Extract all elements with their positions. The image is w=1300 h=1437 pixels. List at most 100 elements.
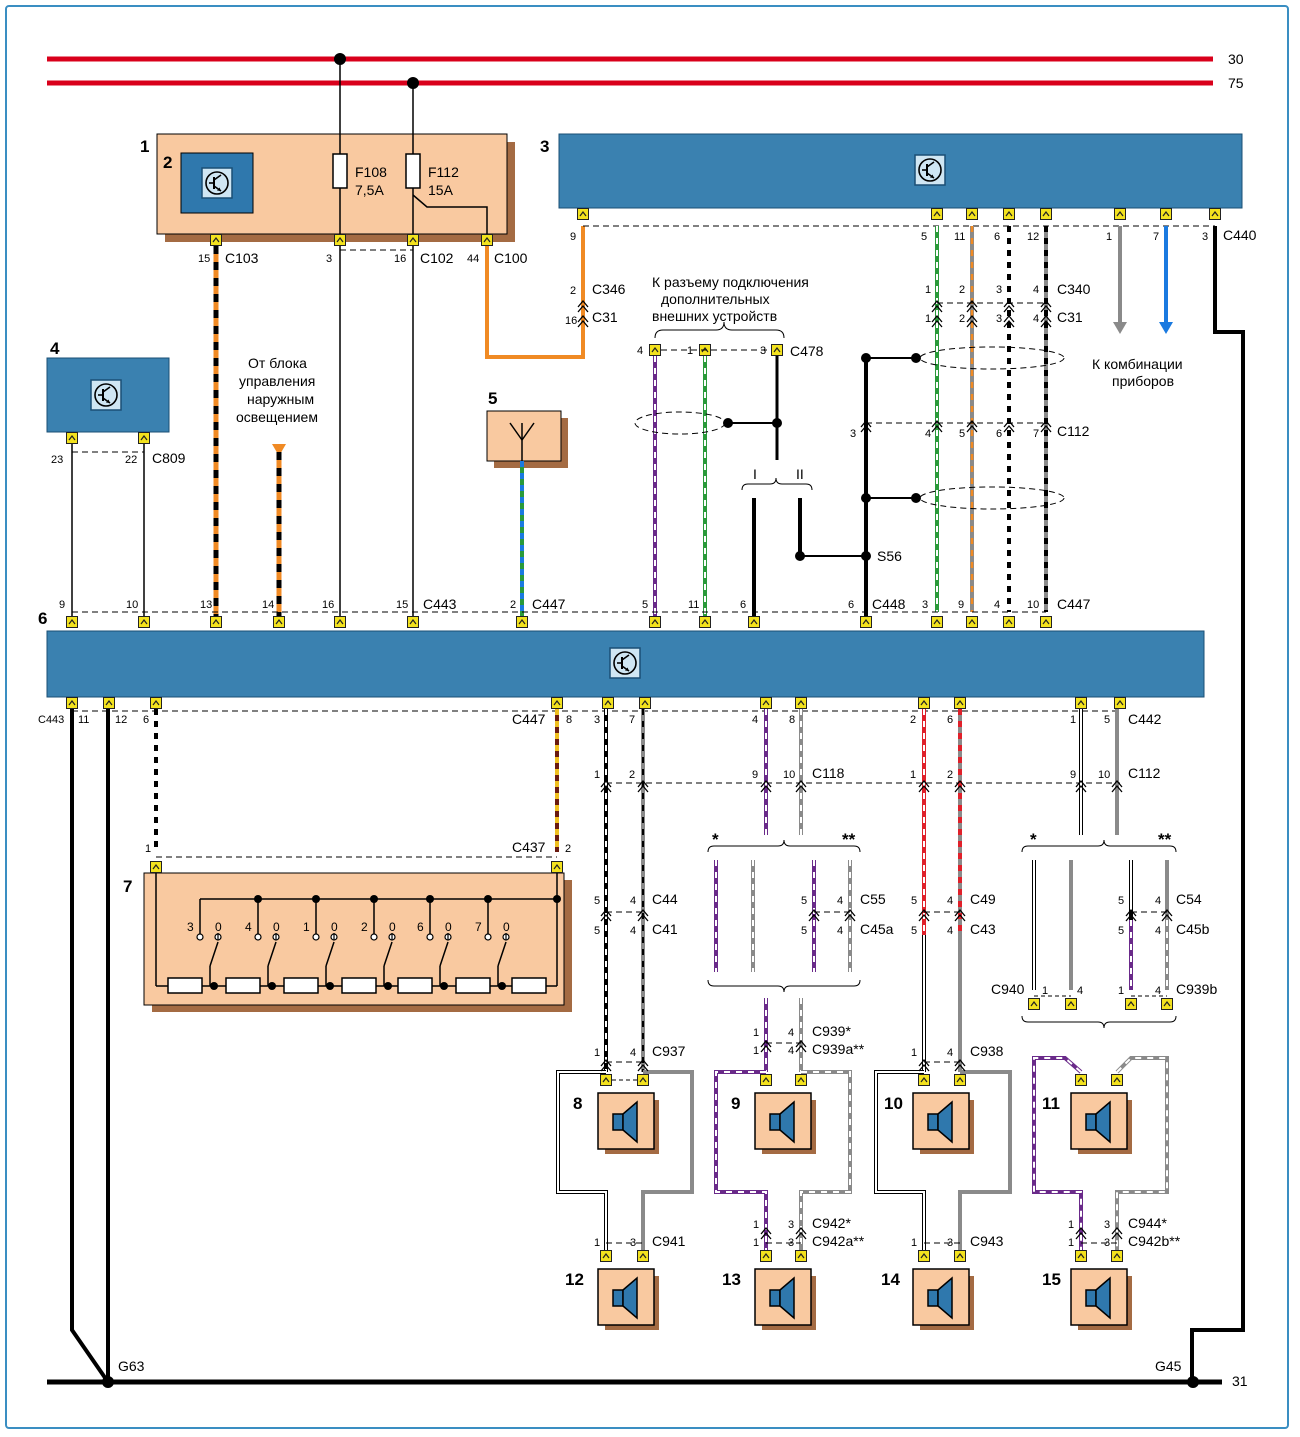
svg-text:9: 9 (958, 599, 964, 611)
connector-c31: C31 (592, 309, 618, 325)
svg-text:16: 16 (394, 253, 406, 265)
connector-c943: C943 (970, 1233, 1004, 1249)
svg-text:3: 3 (594, 714, 600, 726)
svg-text:3: 3 (760, 345, 766, 357)
svg-text:5: 5 (594, 925, 600, 937)
svg-text:3: 3 (1202, 231, 1208, 243)
svg-text:4: 4 (1155, 925, 1161, 937)
connector-c447c: C447 (512, 711, 546, 727)
antenna-icon (509, 422, 535, 461)
note-cluster-line2: приборов (1112, 373, 1174, 389)
connector-pin-icon (577, 208, 589, 220)
component-14-number: 14 (881, 1270, 900, 1289)
svg-text:1: 1 (1068, 1237, 1074, 1249)
connector-pin-icon (551, 861, 563, 873)
svg-text:4: 4 (1155, 985, 1161, 997)
connector-c942b: C942b** (1128, 1233, 1181, 1249)
svg-text:10: 10 (126, 599, 138, 611)
connector-c939: C939* (812, 1023, 851, 1039)
speaker-icon (597, 1268, 660, 1331)
connector-pin-icon (966, 208, 978, 220)
connector-pin-icon (1065, 998, 1077, 1010)
connector-pin-icon (954, 1074, 966, 1086)
svg-text:4: 4 (1155, 895, 1161, 907)
svg-text:4: 4 (630, 925, 636, 937)
connector-pin-icon (637, 1250, 649, 1262)
svg-text:2: 2 (910, 714, 916, 726)
svg-text:1: 1 (1068, 1219, 1074, 1231)
svg-text:1: 1 (594, 769, 600, 781)
svg-text:22: 22 (125, 454, 137, 466)
svg-text:1: 1 (594, 1237, 600, 1249)
connector-c939b: C939b (1176, 981, 1217, 997)
svg-text:3: 3 (788, 1237, 794, 1249)
speaker-icon (912, 1268, 975, 1331)
svg-text:4: 4 (1077, 985, 1083, 997)
component-3-number: 3 (540, 137, 549, 156)
svg-text:3: 3 (922, 599, 928, 611)
svg-text:9: 9 (570, 231, 576, 243)
svg-text:3: 3 (630, 1237, 636, 1249)
component-9-number: 9 (731, 1094, 740, 1113)
connector-c478: C478 (790, 343, 824, 359)
component-10-number: 10 (884, 1094, 903, 1113)
connector-c809: C809 (152, 450, 186, 466)
rail-30-label: 30 (1228, 51, 1244, 67)
svg-text:5: 5 (921, 231, 927, 243)
note-roman-1: I (753, 466, 757, 482)
svg-text:3: 3 (1104, 1237, 1110, 1249)
svg-text:5: 5 (1118, 895, 1124, 907)
svg-text:15: 15 (198, 253, 210, 265)
connector-c448: C448 (872, 596, 906, 612)
svg-text:10: 10 (1098, 769, 1110, 781)
rail-75-label: 75 (1228, 75, 1244, 91)
svg-text:4: 4 (1033, 284, 1039, 296)
connector-crossing-markers (577, 299, 1173, 1240)
svg-text:5: 5 (911, 895, 917, 907)
c6-bottom-pins (66, 697, 1126, 709)
svg-text:4: 4 (752, 714, 758, 726)
svg-text:6: 6 (143, 714, 149, 726)
connector-c942a: C942a** (812, 1233, 865, 1249)
connector-c112: C112 (1057, 423, 1090, 439)
svg-text:4: 4 (630, 895, 636, 907)
svg-text:4: 4 (947, 925, 953, 937)
connector-c437: C437 (512, 839, 546, 855)
svg-text:10: 10 (783, 769, 795, 781)
transistor-icon (90, 379, 122, 411)
note-dstar-right: ** (1158, 830, 1172, 849)
svg-text:13: 13 (200, 599, 212, 611)
ground-g45-label: G45 (1155, 1358, 1182, 1374)
connector-pin-icon (795, 1074, 807, 1086)
note-light-line3: наружным (247, 391, 314, 407)
resistor-icon (511, 977, 547, 994)
component-8-number: 8 (573, 1094, 582, 1113)
svg-text:4: 4 (637, 345, 643, 357)
fuse-icon (332, 153, 348, 189)
svg-text:2: 2 (565, 843, 571, 855)
component-4-number: 4 (50, 339, 60, 358)
transistor-icon (201, 167, 233, 199)
svg-text:4: 4 (925, 428, 931, 440)
connector-c41: C41 (652, 921, 678, 937)
svg-text:7: 7 (1153, 231, 1159, 243)
component-6-number: 6 (38, 609, 47, 628)
svg-text:12: 12 (1027, 231, 1039, 243)
connector-c45a: C45a (860, 921, 894, 937)
svg-text:1: 1 (753, 1045, 759, 1057)
connector-pin-icon (760, 1250, 772, 1262)
connector-c112b: C112 (1128, 765, 1161, 781)
svg-text:5: 5 (1118, 925, 1124, 937)
component-15-number: 15 (1042, 1270, 1061, 1289)
connector-pin-icon (481, 234, 493, 246)
connector-pin-icon (1111, 1074, 1123, 1086)
svg-text:5: 5 (594, 895, 600, 907)
resistor-icon (397, 977, 433, 994)
resistor-icon (225, 977, 261, 994)
note-ext-line2: дополнительных (661, 291, 770, 307)
connector-c31b: C31 (1057, 309, 1083, 325)
speaker-icon (912, 1092, 975, 1155)
component-7-number: 7 (123, 877, 132, 896)
note-star-left: * (712, 830, 719, 849)
connector-c45b: C45b (1176, 921, 1210, 937)
